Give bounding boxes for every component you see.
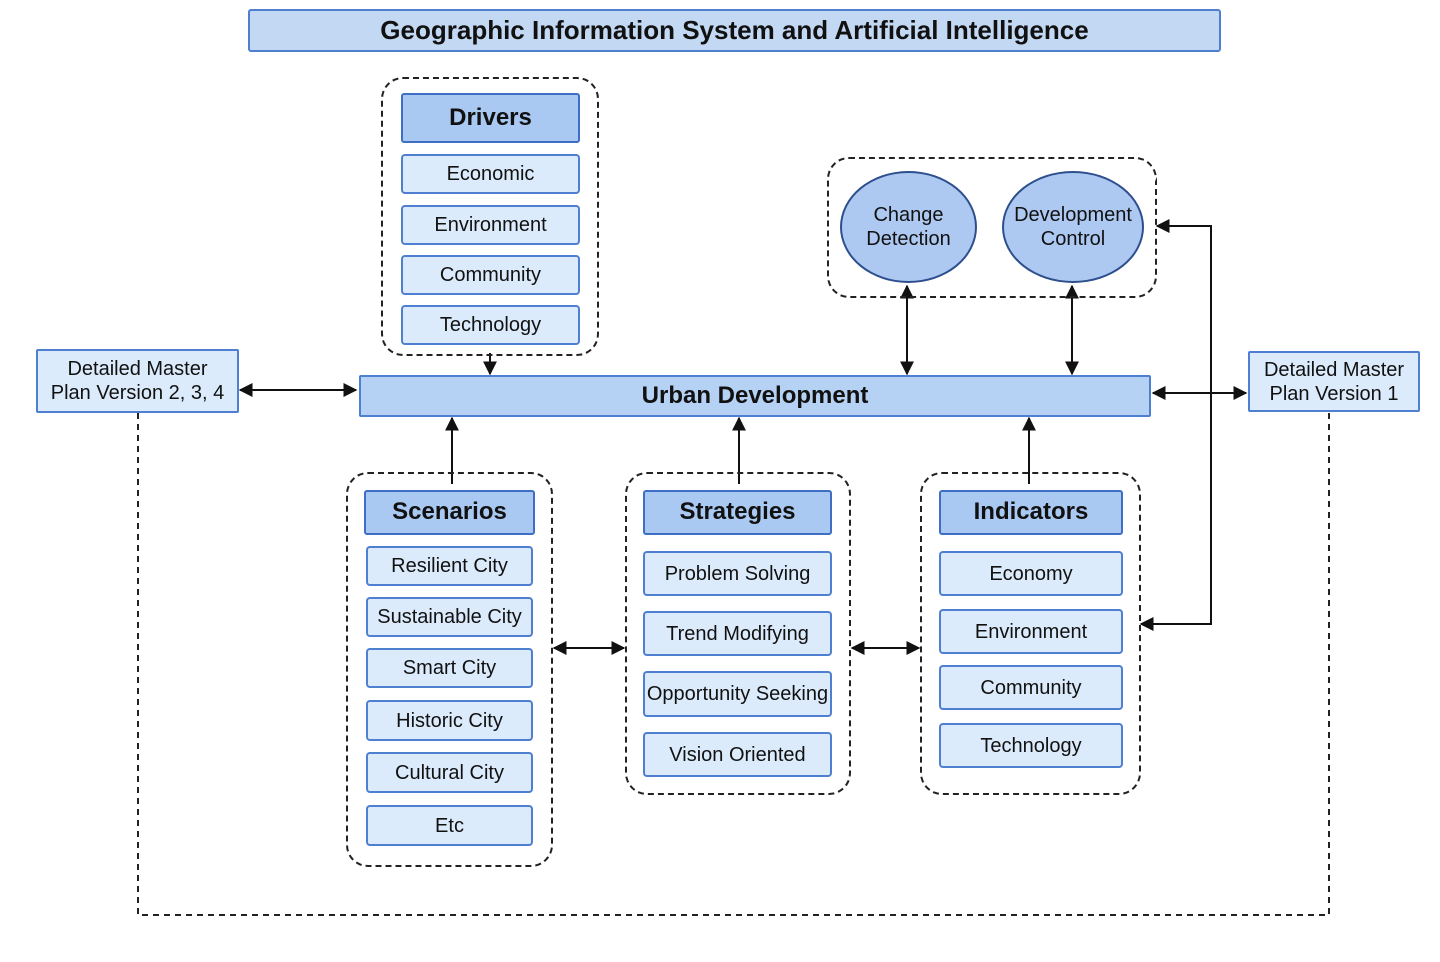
change-detection-label: Change Detection xyxy=(866,204,951,250)
indicator-economy: Economy xyxy=(939,551,1123,596)
plan-version-right-label: Detailed Master Plan Version 1 xyxy=(1263,358,1405,405)
plan-versions-left-label: Detailed Master Plan Version 2, 3, 4 xyxy=(50,358,225,404)
strategy-trend-modifying: Trend Modifying xyxy=(643,611,832,656)
scenario-sustainable-city: Sustainable City xyxy=(366,597,533,637)
driver-technology: Technology xyxy=(401,305,580,345)
strategies-heading: Strategies xyxy=(643,490,832,535)
indicators-group xyxy=(920,472,1141,795)
diagram-title: Geographic Information System and Artifi… xyxy=(248,9,1221,52)
scenario-smart-city: Smart City xyxy=(366,648,533,688)
change-detection-node: Change Detection xyxy=(840,171,977,283)
drivers-heading: Drivers xyxy=(401,93,580,143)
scenario-historic-city: Historic City xyxy=(366,700,533,741)
development-control-node: Development Control xyxy=(1002,171,1144,283)
indicator-technology: Technology xyxy=(939,723,1123,768)
indicator-community: Community xyxy=(939,665,1123,710)
driver-economic: Economic xyxy=(401,154,580,194)
indicator-environment: Environment xyxy=(939,609,1123,654)
plan-versions-left: Detailed Master Plan Version 2, 3, 4 xyxy=(36,349,239,413)
monitoring-group xyxy=(827,157,1157,298)
strategy-vision-oriented: Vision Oriented xyxy=(643,732,832,777)
strategy-opportunity-seeking: Opportunity Seeking xyxy=(643,671,832,717)
scenario-resilient-city: Resilient City xyxy=(366,546,533,586)
driver-environment: Environment xyxy=(401,205,580,245)
scenarios-group xyxy=(346,472,553,867)
scenario-etc: Etc xyxy=(366,805,533,846)
arrow-monitoring-indicators-loop xyxy=(1139,219,1212,631)
plan-version-right: Detailed Master Plan Version 1 xyxy=(1248,351,1420,412)
strategy-problem-solving: Problem Solving xyxy=(643,551,832,596)
indicators-heading: Indicators xyxy=(939,490,1123,535)
scenarios-heading: Scenarios xyxy=(364,490,535,535)
scenario-cultural-city: Cultural City xyxy=(366,752,533,793)
strategies-group xyxy=(625,472,851,795)
drivers-group xyxy=(381,77,599,356)
urban-development-band: Urban Development xyxy=(359,375,1151,417)
driver-community: Community xyxy=(401,255,580,295)
development-control-label: Development Control xyxy=(1014,204,1132,250)
